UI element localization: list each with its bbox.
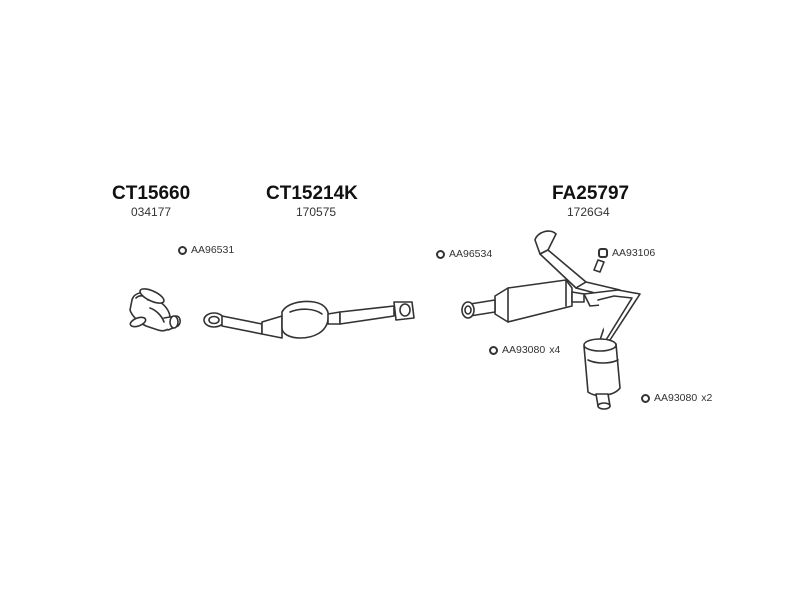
silencer-assembly-drawing[interactable] bbox=[461, 230, 641, 410]
part-ref-1726g4: 1726G4 bbox=[567, 205, 610, 219]
part-ref-034177: 034177 bbox=[131, 205, 172, 219]
accessory-code: AA96534 bbox=[449, 248, 493, 260]
accessory-aa96534[interactable]: AA96534 bbox=[436, 248, 492, 260]
part-code-fa25797: FA25797 bbox=[552, 183, 630, 204]
ring-icon bbox=[641, 393, 650, 403]
ring-icon bbox=[489, 345, 498, 355]
accessory-code: AA96531 bbox=[191, 244, 235, 256]
accessory-qty: x2 bbox=[701, 392, 713, 404]
front-pipe-drawing[interactable] bbox=[129, 286, 181, 332]
accessory-code: AA93080 bbox=[502, 344, 546, 356]
catalytic-converter-drawing[interactable] bbox=[203, 300, 415, 339]
part-ref-170575: 170575 bbox=[296, 205, 337, 219]
ring-icon bbox=[178, 245, 187, 255]
accessory-code: AA93106 bbox=[612, 247, 656, 259]
accessory-aa93080-x2[interactable]: AA93080 x2 bbox=[641, 392, 712, 404]
part-code-ct15660: CT15660 bbox=[112, 183, 191, 204]
accessory-aa96531[interactable]: AA96531 bbox=[178, 244, 234, 256]
accessory-qty: x4 bbox=[549, 344, 561, 356]
ring-icon bbox=[436, 249, 445, 259]
part-code-ct15214k: CT15214K bbox=[266, 183, 358, 204]
accessory-aa93106[interactable]: AA93106 bbox=[598, 247, 655, 259]
accessory-code: AA93080 bbox=[654, 392, 698, 404]
clamp-icon bbox=[598, 248, 608, 258]
accessory-aa93080-x4[interactable]: AA93080 x4 bbox=[489, 344, 560, 356]
